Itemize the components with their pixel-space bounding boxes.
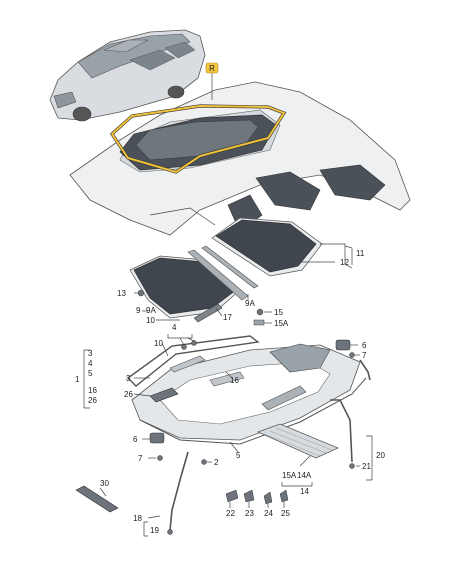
label-16-frame: 16 <box>230 376 239 385</box>
label-26-frame: 26 <box>124 390 133 399</box>
label-16-left: 16 <box>88 386 97 395</box>
label-6-left: 6 <box>133 435 138 444</box>
label-5-left: 5 <box>88 369 93 378</box>
label-20: 20 <box>376 451 385 460</box>
label-18: 18 <box>133 514 142 523</box>
car-thumbnail <box>49 29 206 122</box>
label-9a-left: 9A <box>146 306 156 315</box>
label-17: 17 <box>223 313 232 322</box>
label-24: 24 <box>264 509 273 518</box>
glass-panel-rear <box>211 217 323 277</box>
label-5-frame: 5 <box>236 451 241 460</box>
label-15: 15 <box>274 308 283 317</box>
label-10-left: 10 <box>146 316 155 325</box>
label-10-frame: 10 <box>154 339 163 348</box>
label-15a: 15A <box>274 319 289 328</box>
label-7-left: 7 <box>138 454 143 463</box>
label-3-left: 3 <box>88 349 93 358</box>
label-4-frame: 4 <box>172 323 177 332</box>
label-22: 22 <box>226 509 235 518</box>
label-25: 25 <box>281 509 290 518</box>
label-3-frame: 3 <box>126 374 131 383</box>
label-7-right: 7 <box>362 351 367 360</box>
label-6-right: 6 <box>362 341 367 350</box>
label-13: 13 <box>117 289 126 298</box>
label-14a: 14A <box>297 471 312 480</box>
label-9a-right: 9A <box>245 299 255 308</box>
label-26-left: 26 <box>88 396 97 405</box>
label-1: 1 <box>75 375 80 384</box>
label-19: 19 <box>150 526 159 535</box>
label-21: 21 <box>362 462 371 471</box>
label-30: 30 <box>100 479 109 488</box>
label-12: 12 <box>340 258 349 267</box>
label-11: 11 <box>356 249 365 258</box>
label-2: 2 <box>214 458 219 467</box>
label-23: 23 <box>245 509 254 518</box>
label-15a-bottom: 15A <box>282 471 297 480</box>
callout-badge-label: R <box>209 64 215 73</box>
car-roof-body <box>69 81 411 236</box>
label-9: 9 <box>136 306 141 315</box>
sunroof-frame-assembly <box>126 335 367 445</box>
label-14: 14 <box>300 487 309 496</box>
label-4-left: 4 <box>88 359 93 368</box>
callout-badge-r: R <box>205 62 219 74</box>
sunroof-seal-frame-highlight <box>109 104 287 174</box>
